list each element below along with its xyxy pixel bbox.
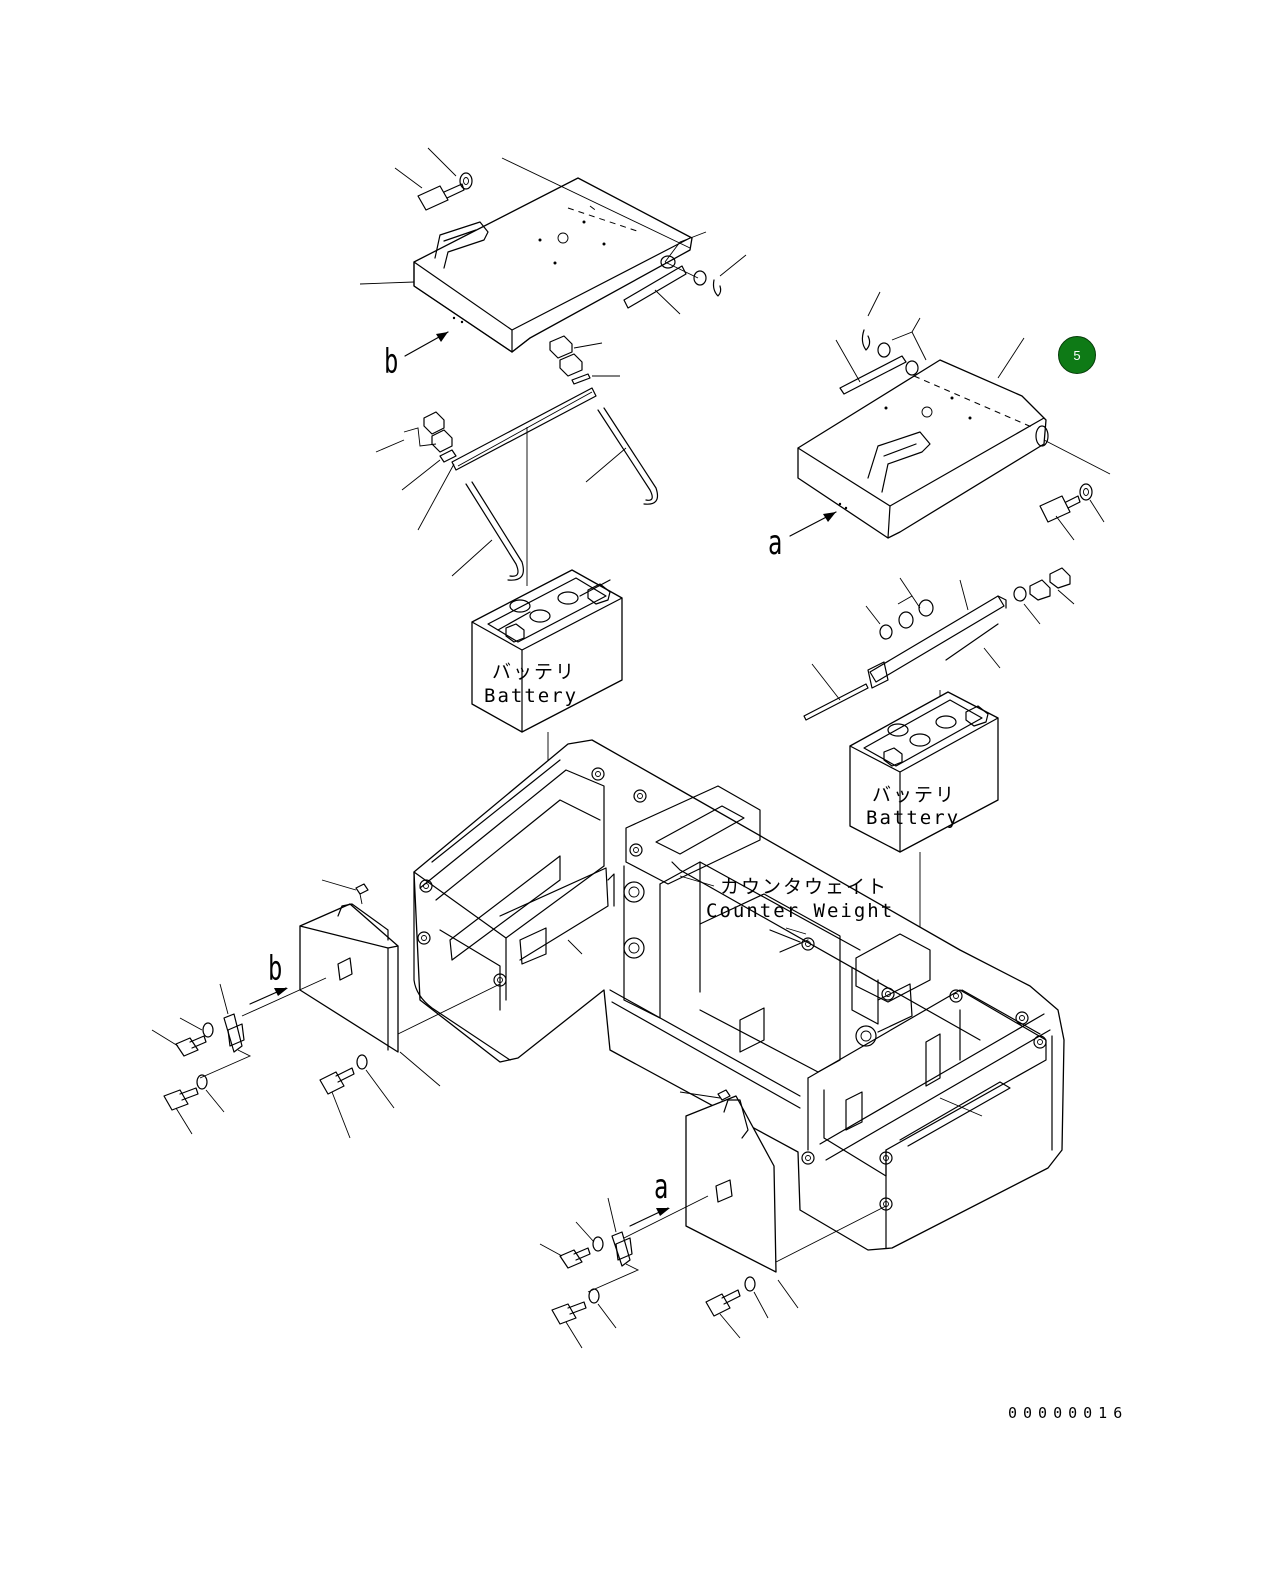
page-number-badge[interactable]: 5 — [1058, 336, 1096, 374]
left-side-cover — [299, 879, 501, 1087]
right-cover-bolt — [1039, 483, 1105, 541]
right-cover-strap — [835, 291, 927, 395]
left-cover-leaders — [359, 147, 747, 315]
view-a-label-top: a — [768, 523, 783, 563]
left-latch-assembly — [151, 983, 395, 1139]
view-b-label-bottom: b — [268, 949, 283, 989]
counterweight-en-label: Counter Weight — [706, 900, 895, 922]
nut-group-left — [375, 411, 457, 531]
right-battery-en-label: Battery — [866, 807, 961, 829]
right-latch-assembly — [539, 1197, 769, 1349]
view-b-arrow-top — [404, 331, 449, 357]
left-cover-strap — [623, 255, 722, 309]
left-battery — [471, 569, 623, 733]
counterweight-body — [413, 739, 1065, 1251]
j-bolt-right — [585, 407, 659, 505]
right-long-rod — [803, 663, 869, 721]
nut-stack-top — [549, 335, 620, 385]
view-a-label-bottom: a — [654, 1167, 669, 1207]
view-a-arrow-bottom — [623, 1195, 709, 1239]
counterweight-jp-label: カウンタウェイト — [720, 876, 889, 898]
left-battery-jp-label: バッテリ — [492, 661, 577, 683]
right-battery-jp-label: バッテリ — [872, 784, 957, 806]
view-b-arrow-bottom — [241, 977, 327, 1017]
left-cover-bolt — [417, 172, 473, 211]
drawing-code: 00000016 — [1008, 1404, 1129, 1422]
right-battery — [849, 691, 999, 853]
right-side-cover — [679, 1089, 887, 1309]
j-bolt-left — [451, 481, 524, 581]
view-b-label-top: b — [384, 342, 399, 382]
right-battery-cover — [797, 337, 1111, 539]
left-hold-down-bar — [451, 387, 597, 586]
left-battery-en-label: Battery — [484, 685, 579, 707]
left-battery-cover — [413, 177, 693, 353]
view-a-arrow-top — [789, 511, 837, 537]
